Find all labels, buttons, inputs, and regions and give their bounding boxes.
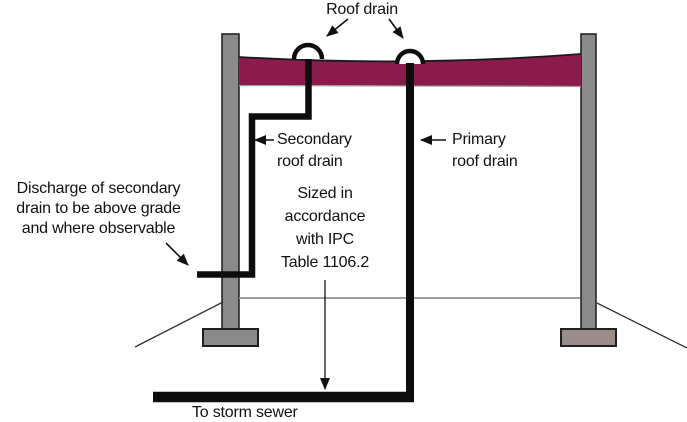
grade-slope-right <box>596 302 687 349</box>
secondary-drain-pipe <box>197 59 312 278</box>
roof-drain-arrow-right-icon <box>388 18 404 39</box>
primary-roof-drain-label: Primary roof drain <box>452 131 518 170</box>
roof-drain-label: Roof drain <box>326 1 398 18</box>
roof-drain-arrow-left-icon <box>326 18 349 37</box>
discharge-label-arrow-icon <box>165 242 189 266</box>
left-footing <box>202 328 259 347</box>
grade-slope-left <box>134 301 224 348</box>
discharge-note-label: Discharge of secondary drain to be above… <box>16 180 181 237</box>
right-footing <box>560 328 617 347</box>
sizing-note-label: Sized in accordance with IPC Table 1106.… <box>280 185 370 271</box>
secondary-roof-drain-dome-icon <box>291 42 325 60</box>
left-column <box>221 33 240 333</box>
secondary-roof-drain-label: Secondary roof drain <box>277 131 352 170</box>
right-column <box>580 33 597 333</box>
primary-roof-drain-dome-icon <box>394 48 426 65</box>
storm-sewer-label: To storm sewer <box>192 404 298 421</box>
